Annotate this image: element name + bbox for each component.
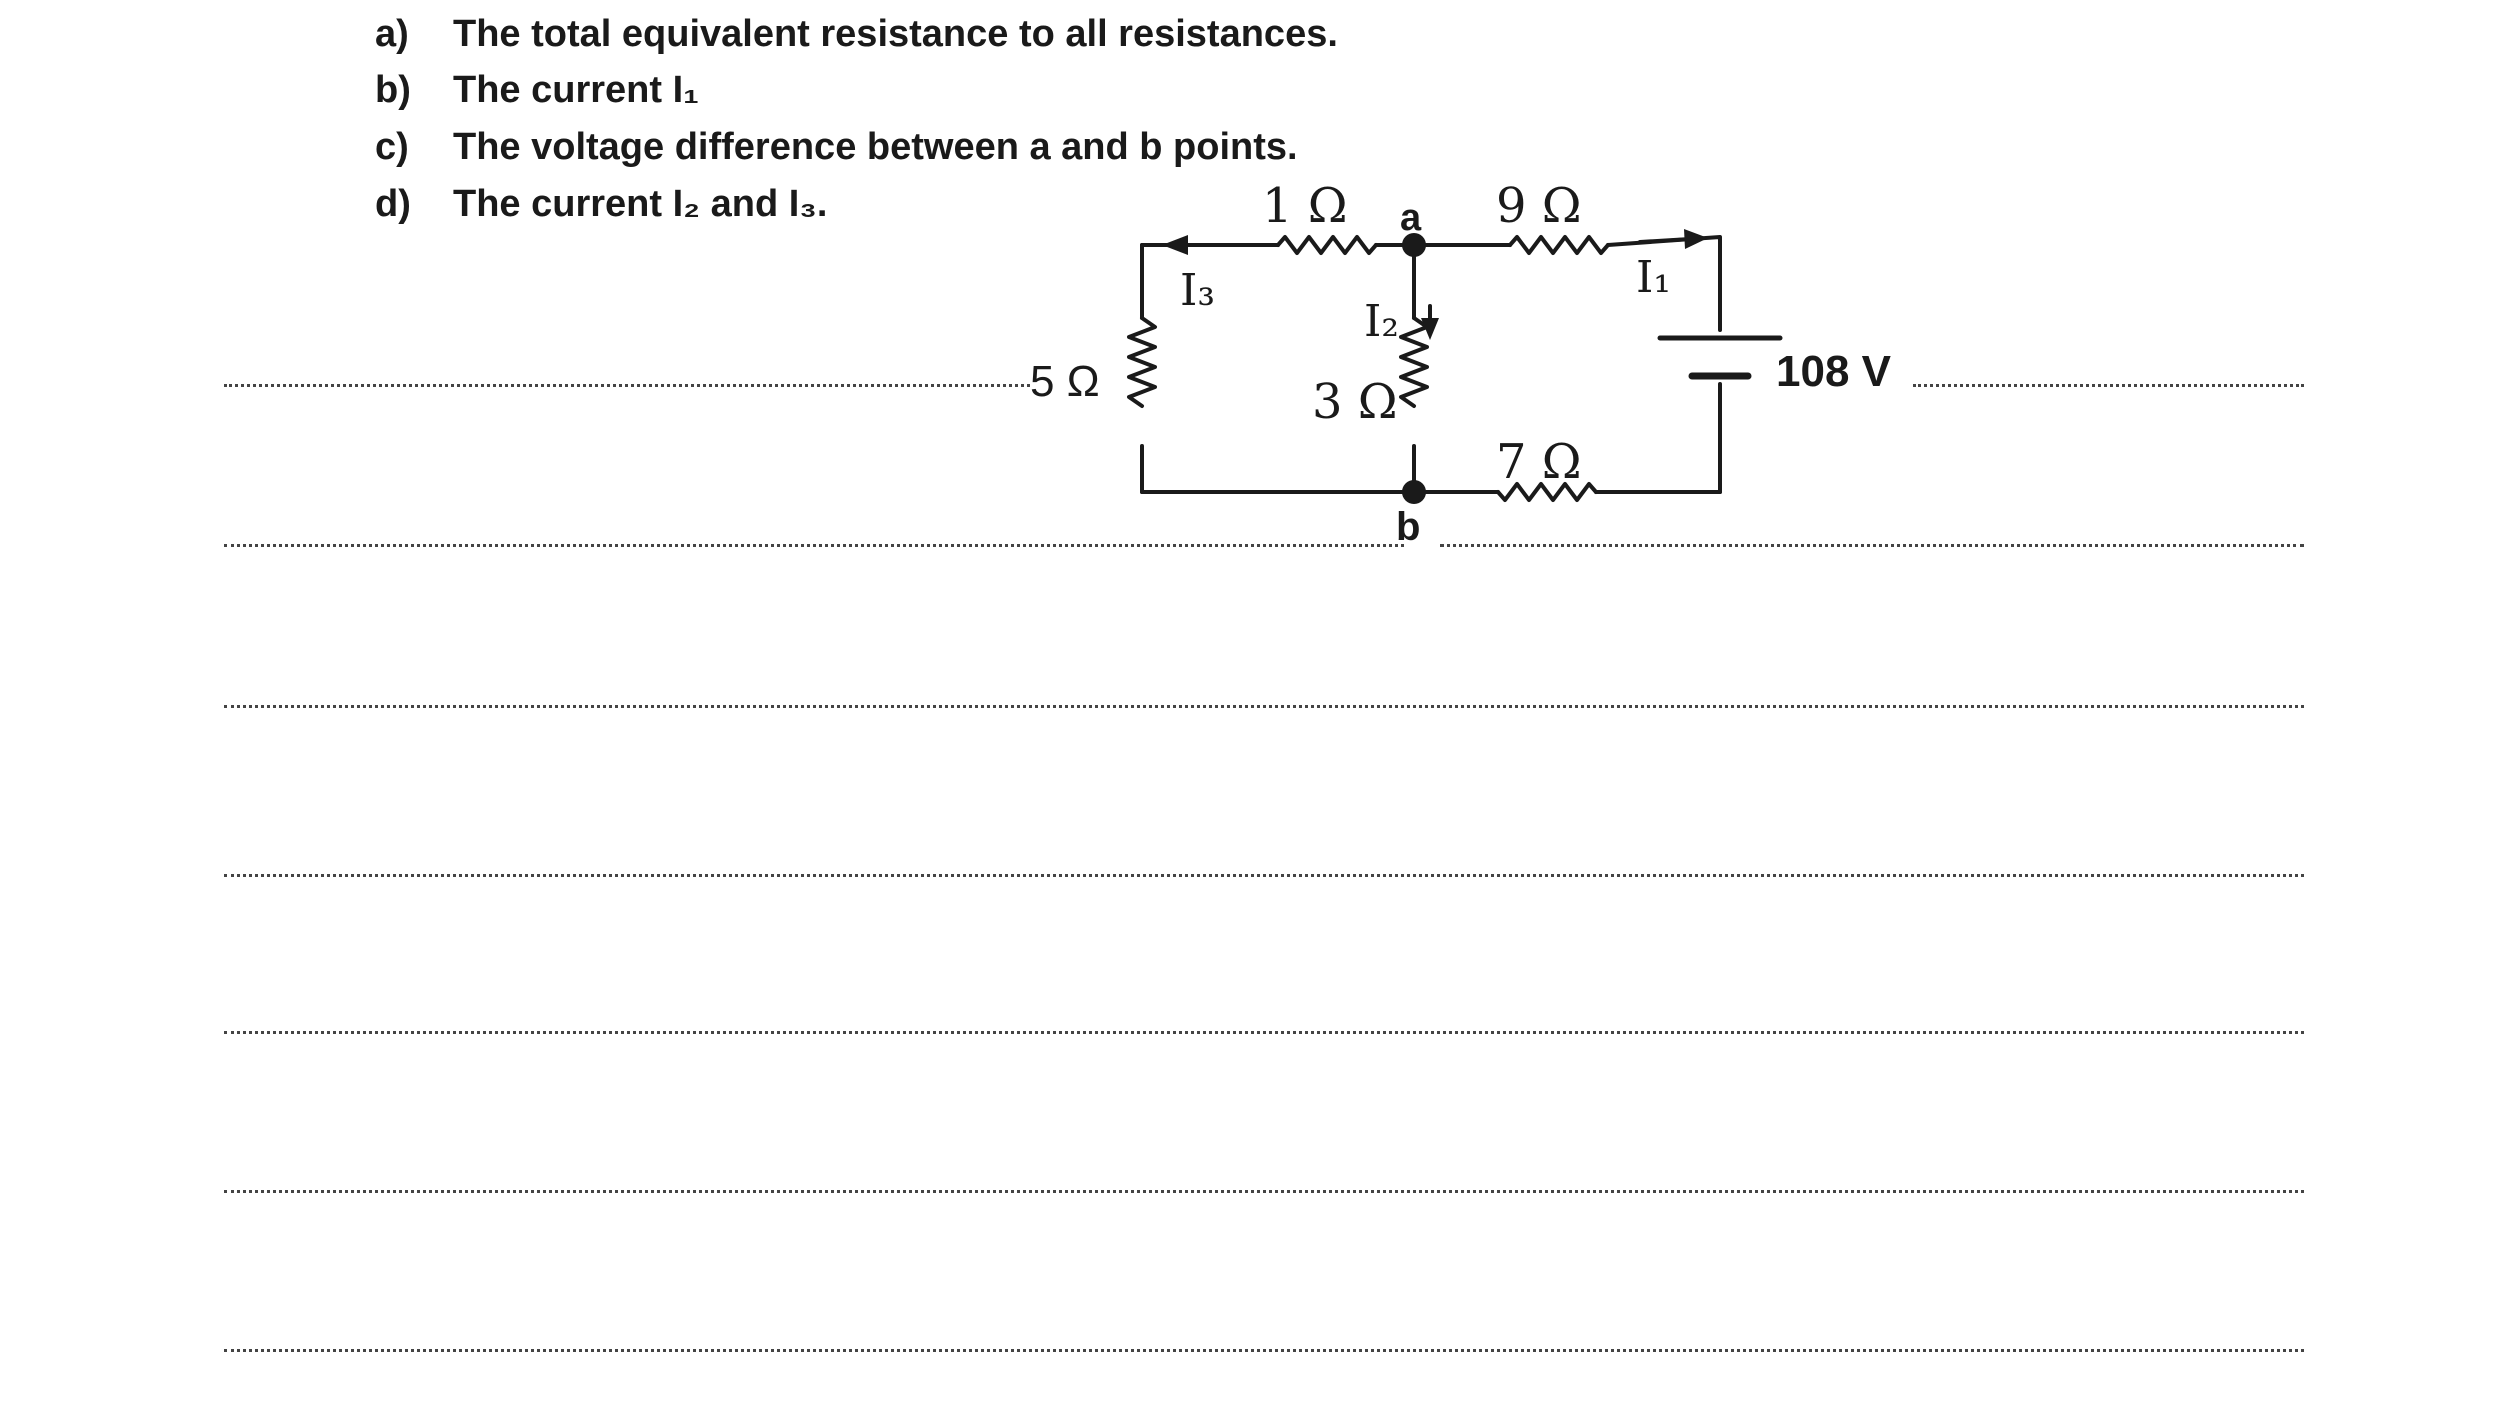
label-current-i2: I₂ (1364, 296, 1399, 347)
label-current-i3: I₃ (1180, 265, 1215, 316)
question-letter: c) (375, 126, 409, 168)
arrow-i1-head (1684, 229, 1708, 249)
resistor-5-zigzag (1127, 316, 1157, 408)
answer-line-4[interactable] (224, 874, 2304, 877)
answer-line-6[interactable] (224, 1190, 2304, 1193)
label-node-a: a (1400, 197, 1422, 239)
answer-line-1-left[interactable] (224, 384, 1030, 387)
resistor-1-zigzag (1276, 235, 1378, 255)
question-text: The voltage difference between a and b p… (453, 126, 1298, 168)
label-resistor-3: 3 Ω (1312, 374, 1398, 430)
resistor-7-zigzag (1496, 482, 1598, 502)
answer-line-2-left[interactable] (224, 544, 1404, 547)
arrow-i2-head (1421, 318, 1439, 340)
question-letter: b) (375, 69, 411, 111)
question-text: The total equivalent resistance to all r… (453, 13, 1338, 55)
label-resistor-1: 1 Ω (1262, 178, 1348, 234)
question-letter: d) (375, 183, 411, 225)
answer-line-3[interactable] (224, 705, 2304, 708)
label-current-i1: I₁ (1636, 252, 1671, 303)
label-node-b: b (1396, 505, 1420, 549)
label-resistor-5: 5 Ω (1030, 357, 1100, 406)
arrow-i1-line (1638, 237, 1692, 244)
resistor-3-zigzag (1399, 316, 1429, 408)
junction-b (1402, 480, 1426, 504)
answer-line-1-right[interactable] (1913, 384, 2304, 387)
label-resistor-7: 7 Ω (1496, 434, 1582, 490)
question-letter: a) (375, 13, 409, 55)
answer-line-5[interactable] (224, 1031, 2304, 1034)
answer-line-2-right[interactable] (1440, 544, 2304, 547)
wire-top-right (1606, 235, 1722, 332)
label-resistor-9: 9 Ω (1496, 178, 1582, 234)
arrow-i3-head (1162, 235, 1188, 255)
question-text: The current I₂ and I₃. (453, 183, 828, 225)
junction-a (1402, 233, 1426, 257)
answer-line-7[interactable] (224, 1349, 2304, 1352)
label-voltage: 108 V (1776, 347, 1892, 396)
question-text: The current I₁ (453, 69, 699, 111)
resistor-9-zigzag (1508, 235, 1610, 255)
